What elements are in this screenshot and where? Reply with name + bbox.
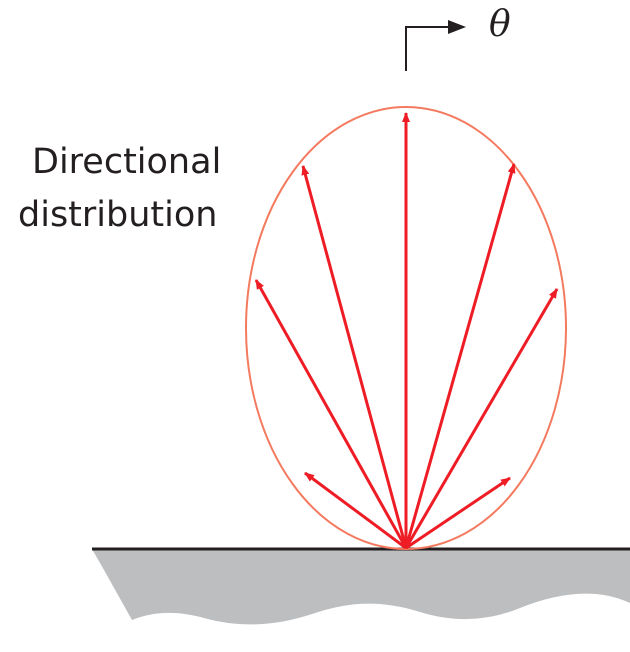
angle-indicator-line (405, 26, 450, 71)
angle-indicator (405, 20, 466, 71)
arrow (301, 165, 408, 549)
arrow (404, 288, 559, 549)
theta-symbol: θ (489, 4, 511, 45)
distribution-envelope (245, 106, 567, 550)
arrow (304, 471, 407, 550)
angle-indicator-arrowhead (448, 20, 466, 34)
label-distribution: distribution (18, 195, 218, 235)
arrow (405, 476, 511, 550)
surface-body (92, 549, 630, 625)
emission-arrows (254, 112, 559, 550)
arrow (404, 163, 516, 549)
arrow (254, 279, 408, 549)
label-directional: Directional (32, 142, 222, 182)
